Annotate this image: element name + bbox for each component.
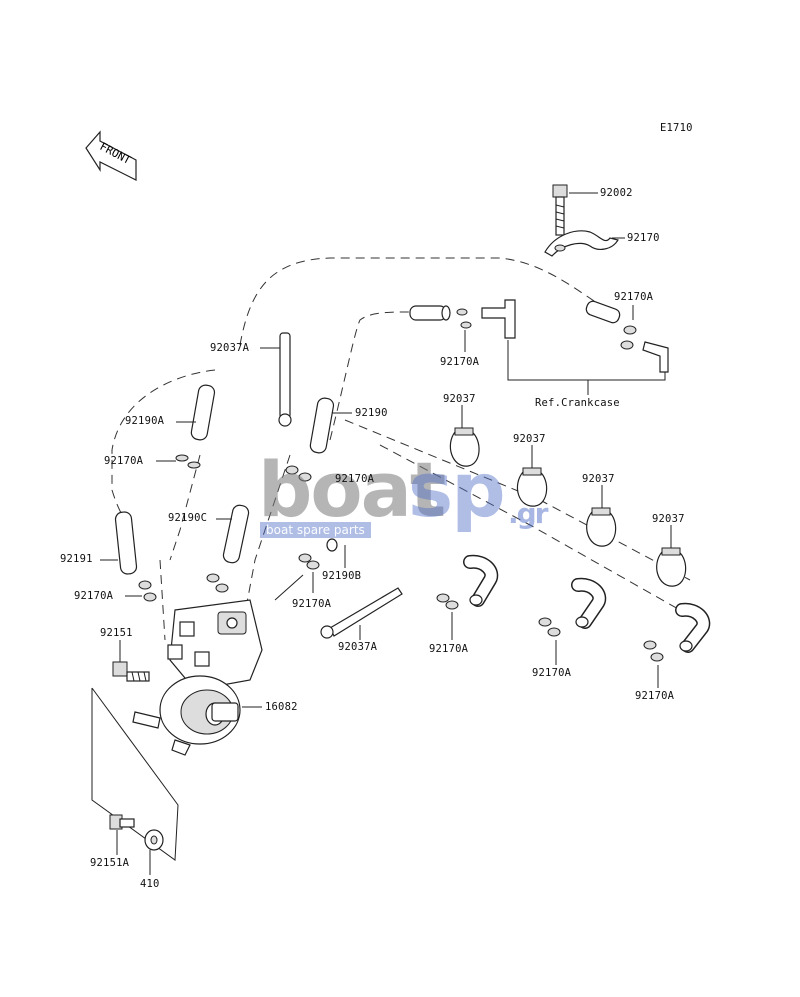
label-16082: 16082 [265,701,298,713]
hose-clip-l3 [206,573,229,593]
elbow-hose-3 [675,602,711,653]
label-92002: 92002 [600,187,633,199]
label-410: 410 [140,878,160,890]
label-92190b: 92190B [322,570,362,582]
label-92037a-top: 92037A [210,342,250,354]
strap-92037a-top [278,332,292,427]
hose-clip-l1 [175,454,201,469]
strap-92037a-bottom [320,587,403,639]
hose-top-right [585,300,621,324]
elbow-hose-1 [463,554,499,607]
clamp-92037-2 [516,467,548,507]
label-92170a-c4: 92170A [429,643,469,655]
label-92170a-c5: 92170A [532,667,572,679]
label-92037-1: 92037 [443,393,476,405]
diagram-code: E1710 [660,122,693,134]
hose-clip-r1 [620,325,637,350]
label-ref-crankcase: Ref.Crankcase [535,397,620,409]
washer-410 [144,829,164,851]
bolt-92151 [112,661,150,682]
hose-92191 [114,511,138,575]
label-92151: 92151 [100,627,133,639]
label-92037-2: 92037 [513,433,546,445]
clamp-92037-4 [656,547,687,587]
oil-pump-16082 [132,599,263,756]
hose-92190c [222,504,250,564]
bolt-92002 [552,184,568,236]
label-92037a-bottom: 92037A [338,641,378,653]
fitting-elbow-right [642,341,669,373]
clamp-92037-1 [449,427,480,467]
hose-clip-c5 [538,617,561,637]
hose-92190b [325,510,420,552]
hose-clip-r2 [643,640,664,662]
label-92190a: 92190A [125,415,165,427]
label-92170: 92170 [627,232,660,244]
label-92170a-c2: 92170A [335,473,375,485]
label-92170a-c3: 92170A [292,598,332,610]
label-92037-4: 92037 [652,513,685,525]
label-92170a-r1: 92170A [614,291,654,303]
label-92190c: 92190C [168,512,208,524]
hose-clip-c1 [456,308,472,329]
hose-clip-l2 [138,580,157,602]
fitting-elbow-center [481,299,516,339]
front-arrow-icon: FRONT [85,130,137,181]
label-92190: 92190 [355,407,388,419]
hose-clip-c2 [285,465,312,482]
label-92170a-c1: 92170A [440,356,480,368]
label-92151a: 92151A [90,857,130,869]
bolt-92151a [109,814,135,830]
hose-clip-c3 [298,553,320,570]
hose-top-center [409,305,451,321]
label-92170a-r2: 92170A [635,690,675,702]
clamp-92037-3 [586,507,617,547]
hose-clip-c4 [436,593,459,610]
hose-92190a [190,384,216,441]
label-92037-3: 92037 [582,473,615,485]
hose-92190 [309,397,335,454]
elbow-hose-2 [571,577,607,629]
label-92170a-l1: 92170A [104,455,144,467]
label-92170a-l2: 92170A [74,590,114,602]
label-92191: 92191 [60,553,93,565]
clamp-92170 [544,230,619,257]
